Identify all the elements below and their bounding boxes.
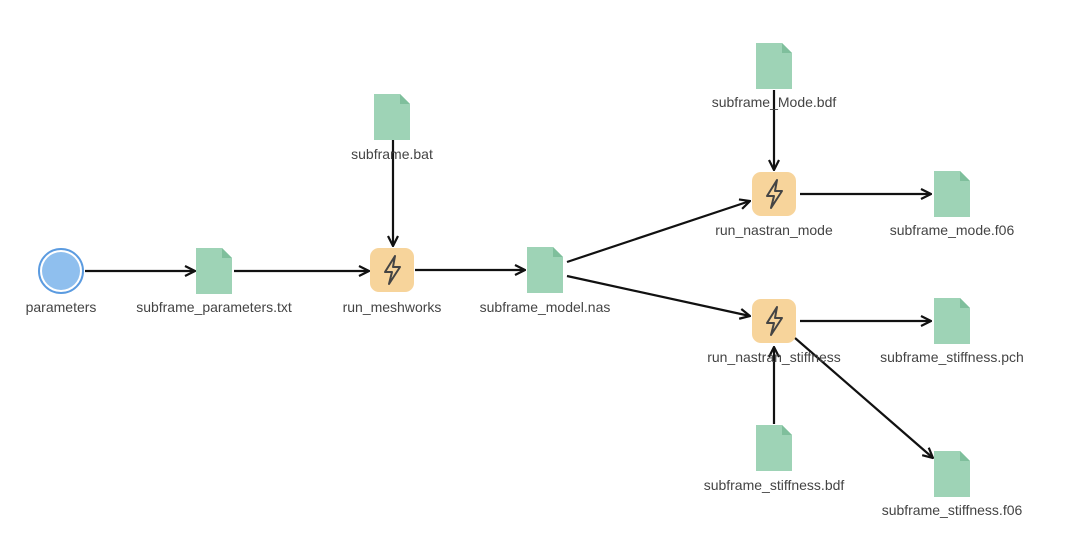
edge-subframe_model_nas-to-run_nastran_mode	[566, 201, 750, 264]
node-label-subframe-mode-bdf: subframe_Mode.bdf	[712, 94, 837, 110]
node-label-run-nastran-mode: run_nastran_mode	[715, 222, 833, 238]
node-label-subframe-stiffness-pch: subframe_stiffness.pch	[880, 349, 1024, 365]
data-file-icon-fold	[960, 298, 970, 308]
data-file-icon-fold	[782, 43, 792, 53]
node-run-meshworks[interactable]: run_meshworks	[343, 248, 442, 315]
task-box	[752, 172, 796, 216]
lightning-bolt-icon	[384, 255, 401, 285]
data-file-icon-fold	[222, 248, 232, 258]
node-subframe-stiffness-pch[interactable]: subframe_stiffness.pch	[880, 298, 1024, 365]
node-label-subframe-stiffness-bdf: subframe_stiffness.bdf	[704, 477, 845, 493]
node-subframe-parameters-txt[interactable]: subframe_parameters.txt	[136, 248, 292, 315]
data-file-icon	[374, 94, 410, 140]
data-file-icon	[196, 248, 232, 294]
data-file-icon-fold	[960, 451, 970, 461]
node-subframe-mode-f06[interactable]: subframe_mode.f06	[890, 171, 1015, 238]
task-box	[752, 299, 796, 343]
data-file-icon-fold	[400, 94, 410, 104]
lightning-bolt-icon	[766, 179, 783, 209]
node-subframe-stiffness-f06[interactable]: subframe_stiffness.f06	[882, 451, 1023, 518]
node-run-nastran-stiffness[interactable]: run_nastran_stiffness	[707, 299, 841, 365]
edge-run_nastran_stiffness-to-subframe_stiffness_f06	[794, 337, 933, 458]
data-file-icon	[934, 171, 970, 217]
node-parameters[interactable]: parameters	[26, 248, 97, 315]
node-label-subframe-bat: subframe.bat	[351, 146, 433, 162]
data-file-icon	[934, 451, 970, 497]
node-subframe-stiffness-bdf[interactable]: subframe_stiffness.bdf	[704, 425, 845, 493]
node-label-parameters: parameters	[26, 299, 97, 315]
node-label-subframe-parameters-txt: subframe_parameters.txt	[136, 299, 292, 315]
data-file-icon	[756, 425, 792, 471]
node-label-subframe-model-nas: subframe_model.nas	[480, 299, 611, 315]
data-file-icon-fold	[782, 425, 792, 435]
node-label-run-nastran-stiffness: run_nastran_stiffness	[707, 349, 841, 365]
data-file-icon	[934, 298, 970, 344]
node-subframe-mode-bdf[interactable]: subframe_Mode.bdf	[712, 43, 837, 110]
node-subframe-model-nas[interactable]: subframe_model.nas	[480, 247, 611, 315]
lightning-bolt-icon	[766, 306, 783, 336]
edge-subframe_model_nas-to-run_nastran_stiffness	[566, 274, 750, 316]
edges-layer	[85, 90, 933, 458]
data-file-icon	[756, 43, 792, 89]
node-label-run-meshworks: run_meshworks	[343, 299, 442, 315]
data-file-icon-fold	[960, 171, 970, 181]
node-label-subframe-stiffness-f06: subframe_stiffness.f06	[882, 502, 1023, 518]
data-file-icon-fold	[553, 247, 563, 257]
data-file-icon	[527, 247, 563, 293]
node-label-subframe-mode-f06: subframe_mode.f06	[890, 222, 1015, 238]
start-event-circle-icon-fill	[42, 252, 80, 290]
node-run-nastran-mode[interactable]: run_nastran_mode	[715, 172, 833, 238]
node-subframe-bat[interactable]: subframe.bat	[351, 94, 433, 162]
task-box	[370, 248, 414, 292]
